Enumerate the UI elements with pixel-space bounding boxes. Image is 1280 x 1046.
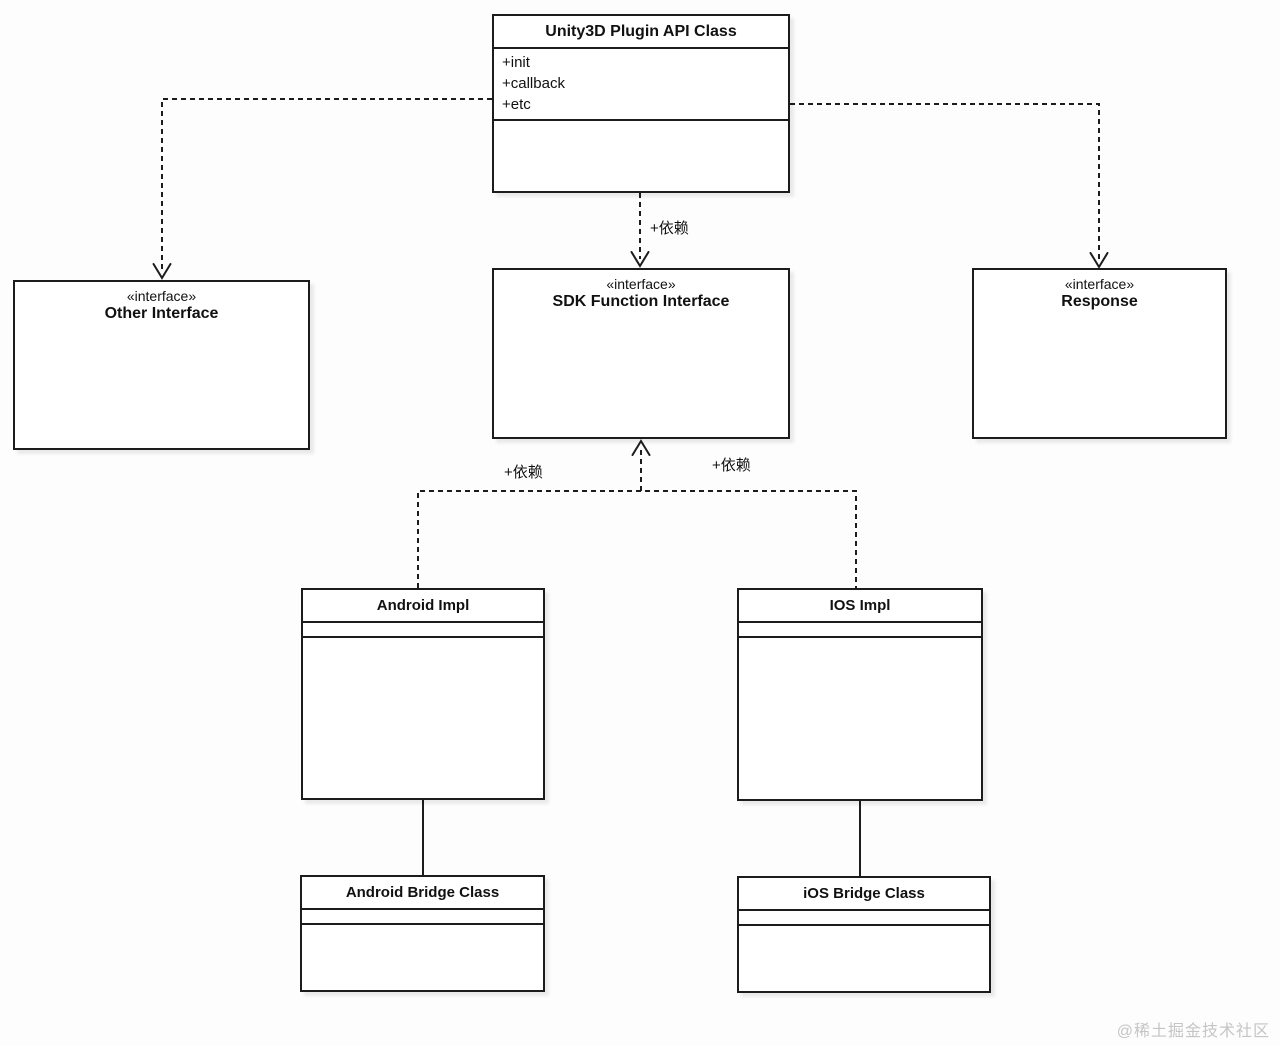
- open-arrowhead-down-icon: [630, 251, 650, 268]
- dependency-label-left: +依赖: [504, 464, 543, 481]
- class-box-ios-bridge: iOS Bridge Class: [737, 876, 991, 993]
- class-box-unity3d-plugin-api: Unity3D Plugin API Class +init +callback…: [492, 14, 790, 193]
- open-arrowhead-down-icon: [1089, 252, 1109, 269]
- class-attributes-compartment-empty: [302, 908, 543, 923]
- watermark-text: @稀土掘金技术社区: [1116, 1023, 1270, 1040]
- stereotype-label: «interface»: [126, 288, 197, 304]
- class-methods-compartment-empty: [494, 119, 788, 191]
- class-attributes-compartment-empty: [739, 621, 981, 636]
- class-methods-compartment-empty: [302, 923, 543, 990]
- interface-box-sdk-function: «interface» SDK Function Interface: [492, 268, 790, 439]
- class-attributes-compartment-empty: [739, 909, 989, 924]
- open-arrowhead-up-icon: [631, 439, 651, 456]
- class-methods-compartment-empty: [739, 924, 989, 991]
- interface-box-response: «interface» Response: [972, 268, 1227, 439]
- class-attributes-compartment: +init +callback +etc: [494, 47, 788, 119]
- interface-name: SDK Function Interface: [552, 293, 730, 310]
- dependency-line-impls-merge: [417, 490, 857, 588]
- stereotype-label: «interface»: [1064, 276, 1135, 292]
- class-methods-compartment-empty: [739, 636, 981, 799]
- class-box-android-impl: Android Impl: [301, 588, 545, 800]
- class-box-android-bridge: Android Bridge Class: [300, 875, 545, 992]
- class-attributes-compartment-empty: [303, 621, 543, 636]
- dependency-label-right: +依赖: [712, 457, 751, 474]
- interface-header: «interface» Other Interface: [15, 282, 308, 323]
- dependency-line-unity-to-response: [790, 103, 1100, 260]
- class-attribute: +init: [502, 54, 530, 71]
- interface-header: «interface» Response: [974, 270, 1225, 311]
- open-arrowhead-down-icon: [152, 263, 172, 280]
- class-title: iOS Bridge Class: [803, 885, 925, 902]
- class-box-ios-impl: IOS Impl: [737, 588, 983, 801]
- class-attribute: +callback: [502, 75, 565, 92]
- class-title: IOS Impl: [829, 597, 891, 614]
- class-title: Android Bridge Class: [345, 884, 500, 901]
- interface-header: «interface» SDK Function Interface: [494, 270, 788, 311]
- class-title: Unity3D Plugin API Class: [545, 23, 737, 40]
- dependency-label-top: +依赖: [650, 220, 689, 237]
- class-attribute: +etc: [502, 96, 531, 113]
- interface-box-other: «interface» Other Interface: [13, 280, 310, 450]
- class-title: Android Impl: [376, 597, 470, 614]
- interface-name: Response: [1061, 293, 1138, 310]
- class-methods-compartment-empty: [303, 636, 543, 798]
- interface-name: Other Interface: [104, 305, 219, 322]
- stereotype-label: «interface»: [606, 276, 676, 292]
- dependency-line-unity-to-other: [161, 98, 492, 271]
